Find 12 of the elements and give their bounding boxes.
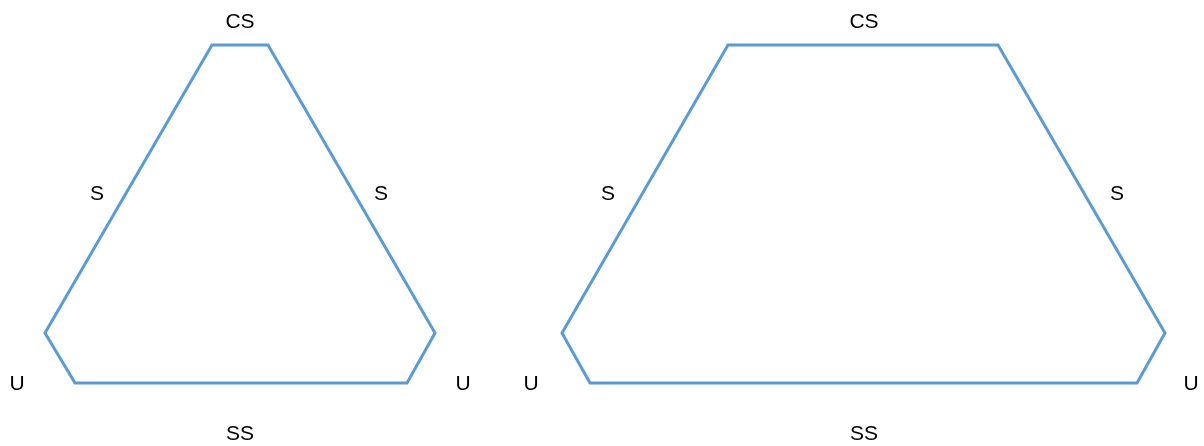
corner-label: U bbox=[1183, 371, 1199, 393]
side-label: SS bbox=[226, 421, 254, 443]
side-label: CS bbox=[225, 9, 255, 31]
side-label: S bbox=[601, 181, 615, 203]
corner-label: U bbox=[523, 371, 539, 393]
corner-label: U bbox=[9, 371, 25, 393]
side-label: S bbox=[90, 181, 104, 203]
side-label: S bbox=[1110, 181, 1124, 203]
corner-label: U bbox=[455, 371, 471, 393]
side-label: CS bbox=[849, 9, 879, 31]
side-label: SS bbox=[850, 421, 878, 443]
side-label: S bbox=[374, 181, 388, 203]
